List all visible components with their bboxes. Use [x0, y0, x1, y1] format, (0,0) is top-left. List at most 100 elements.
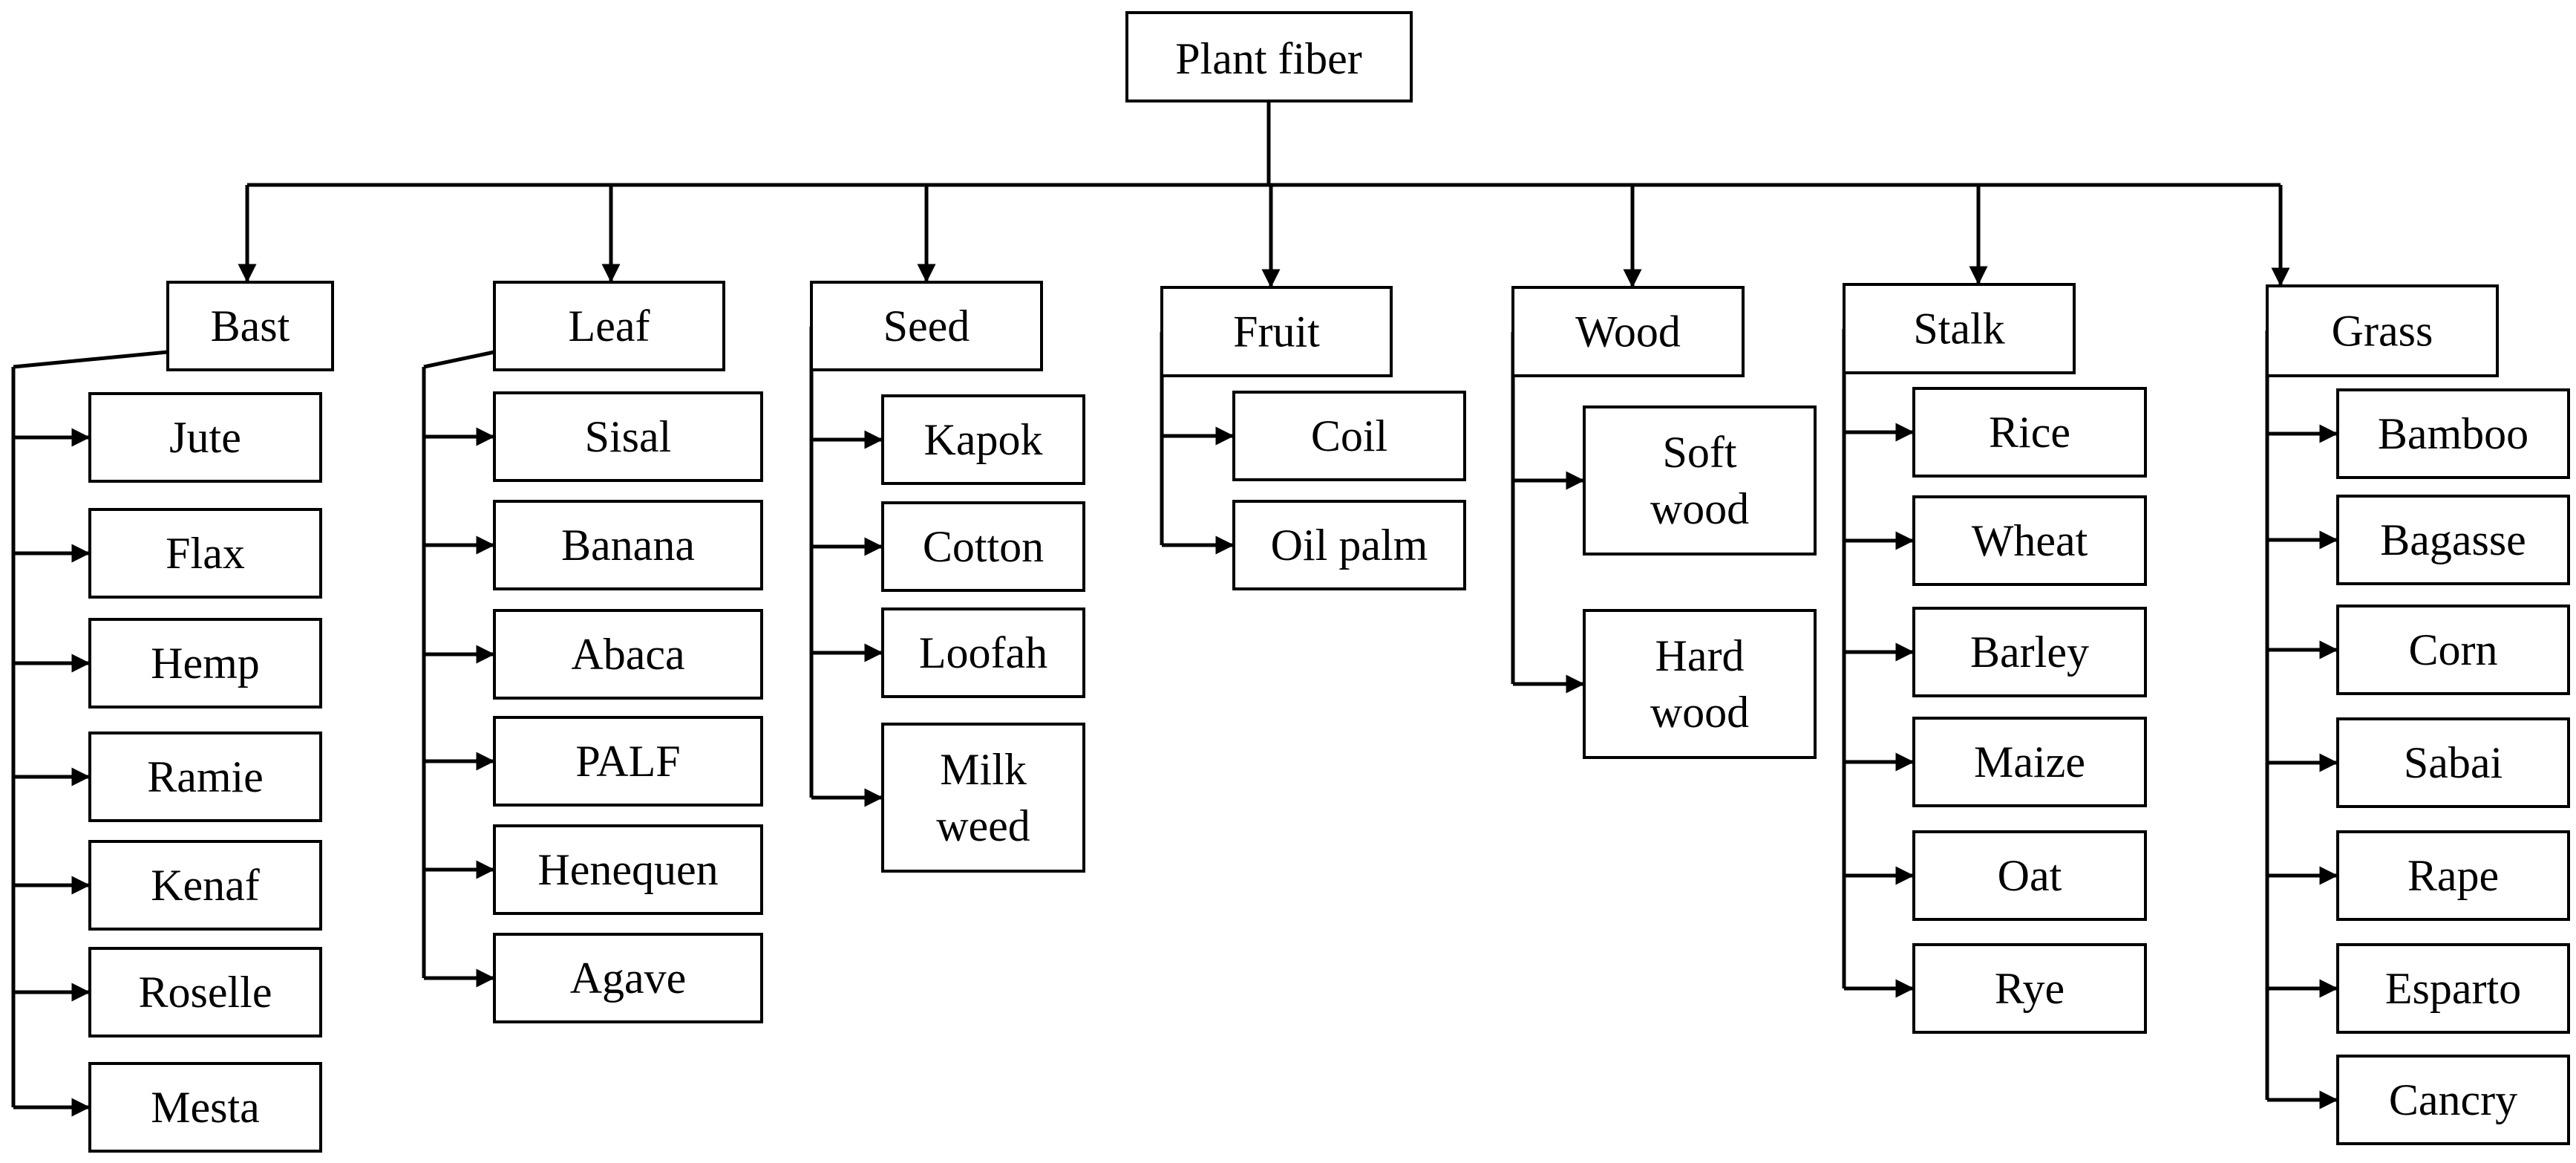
fiber-wheat-label: Wheat [1972, 516, 2088, 565]
category-grass: Grass [2266, 284, 2499, 377]
fiber-soft-wood-label: Soft [1662, 428, 1736, 477]
fiber-cancry: Cancry [2336, 1055, 2570, 1145]
fiber-henequen-box [493, 824, 763, 915]
category-fruit-label: Fruit [1233, 307, 1320, 356]
fiber-hemp-label: Hemp [151, 639, 260, 688]
fiber-roselle: Roselle [88, 947, 322, 1037]
root-box [1125, 11, 1413, 102]
fiber-ramie-box [88, 732, 322, 822]
fiber-palf-box [493, 716, 763, 807]
fiber-bamboo-box [2336, 388, 2570, 479]
fiber-rice-label: Rice [1989, 408, 2070, 457]
fiber-rape-label: Rape [2407, 851, 2499, 900]
fiber-bagasse: Bagasse [2336, 495, 2570, 585]
fiber-sisal: Sisal [493, 391, 763, 482]
fiber-oil-palm-box [1232, 500, 1466, 590]
fiber-cancry-box [2336, 1055, 2570, 1145]
fiber-kapok: Kapok [881, 394, 1085, 485]
fiber-bagasse-box [2336, 495, 2570, 585]
fiber-hard-wood: Hard wood [1583, 609, 1817, 759]
category-bast-box [166, 281, 334, 371]
fiber-cotton: Cotton [881, 501, 1085, 592]
leaf-branch-line [423, 350, 495, 369]
fiber-hard-wood-box [1583, 609, 1817, 759]
fiber-soft-wood-label: wood [1650, 484, 1749, 533]
fiber-palf-label: PALF [575, 737, 680, 786]
root-label: Plant fiber [1175, 34, 1362, 83]
fiber-jute: Jute [88, 392, 322, 483]
fiber-sisal-label: Sisal [585, 412, 672, 461]
fiber-bamboo-label: Bamboo [2378, 409, 2528, 458]
fiber-wheat: Wheat [1912, 495, 2147, 586]
fiber-ramie-label: Ramie [147, 752, 264, 801]
fiber-banana-box [493, 500, 763, 590]
fiber-kenaf-label: Kenaf [151, 861, 260, 910]
fiber-oil-palm: Oil palm [1232, 500, 1466, 590]
fiber-corn: Corn [2336, 605, 2570, 695]
category-tree: BastJuteFlaxHempRamieKenafRoselleMestaLe… [88, 281, 2570, 1153]
category-wood-label: Wood [1575, 307, 1681, 356]
fiber-barley: Barley [1912, 607, 2147, 697]
category-wood: Wood [1511, 286, 1745, 377]
fiber-hemp: Hemp [88, 618, 322, 708]
fiber-soft-wood-box [1583, 405, 1817, 556]
fiber-esparto-box [2336, 943, 2570, 1034]
category-leaf-label: Leaf [569, 302, 650, 351]
fiber-banana: Banana [493, 500, 763, 590]
fiber-banana-label: Banana [561, 521, 695, 570]
fiber-corn-box [2336, 605, 2570, 695]
fiber-wheat-box [1912, 495, 2147, 586]
fiber-maize: Maize [1912, 717, 2147, 807]
fiber-palf: PALF [493, 716, 763, 807]
category-bast: Bast [166, 281, 334, 371]
category-seed-label: Seed [883, 302, 970, 351]
category-stalk-label: Stalk [1913, 304, 2004, 354]
fiber-loofah: Loofah [881, 607, 1085, 698]
fiber-hard-wood-label: Hard [1655, 631, 1745, 680]
fiber-rape-box [2336, 830, 2570, 921]
fiber-kapok-box [881, 394, 1085, 485]
category-fruit: Fruit [1160, 286, 1393, 377]
fiber-corn-label: Corn [2409, 625, 2498, 674]
fiber-oil-palm-label: Oil palm [1271, 521, 1428, 570]
fiber-agave: Agave [493, 933, 763, 1023]
fiber-rye: Rye [1912, 943, 2147, 1034]
fiber-kapok-label: Kapok [924, 415, 1043, 464]
fiber-milk-weed-label: weed [936, 801, 1030, 850]
fiber-bagasse-label: Bagasse [2380, 515, 2526, 564]
fiber-rye-label: Rye [1995, 964, 2065, 1013]
category-leaf-box [493, 281, 725, 371]
fiber-loofah-label: Loofah [919, 628, 1047, 677]
fiber-sabai-box [2336, 717, 2570, 808]
fiber-jute-box [88, 392, 322, 483]
category-seed-box [810, 281, 1043, 371]
fiber-abaca-label: Abaca [571, 630, 684, 679]
fiber-rape: Rape [2336, 830, 2570, 921]
fiber-kenaf-box [88, 840, 322, 931]
fiber-ramie: Ramie [88, 732, 322, 822]
fiber-sisal-box [493, 391, 763, 482]
fiber-cotton-box [881, 501, 1085, 592]
category-stalk: Stalk [1843, 283, 2076, 374]
fiber-flax-label: Flax [166, 529, 245, 578]
category-bast-label: Bast [211, 302, 290, 351]
category-leaf: Leaf [493, 281, 725, 371]
fiber-coil-label: Coil [1311, 411, 1387, 460]
fiber-sabai-label: Sabai [2404, 738, 2503, 787]
fiber-sabai: Sabai [2336, 717, 2570, 808]
category-grass-label: Grass [2332, 307, 2433, 356]
fiber-kenaf: Kenaf [88, 840, 322, 931]
root-node: Plant fiber [1125, 11, 1413, 102]
fiber-henequen: Henequen [493, 824, 763, 915]
fiber-hard-wood-label: wood [1650, 688, 1749, 737]
fiber-cancry-label: Cancry [2389, 1075, 2517, 1124]
fiber-barley-box [1912, 607, 2147, 697]
fiber-loofah-box [881, 607, 1085, 698]
fiber-maize-label: Maize [1974, 737, 2085, 786]
fiber-coil-box [1232, 391, 1466, 481]
fiber-coil: Coil [1232, 391, 1466, 481]
category-seed: Seed [810, 281, 1043, 371]
fiber-rye-box [1912, 943, 2147, 1034]
fiber-mesta-box [88, 1062, 322, 1153]
